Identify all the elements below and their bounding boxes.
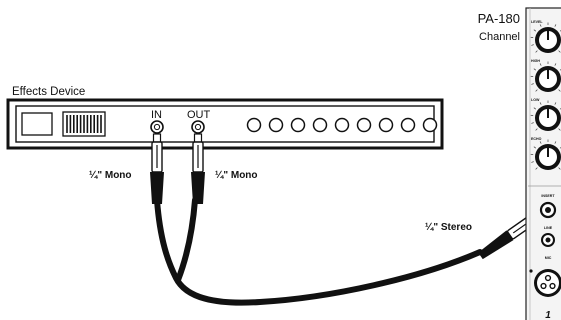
in-jack-label: IN	[151, 109, 162, 121]
device-knob[interactable]	[400, 117, 416, 133]
device-knob[interactable]	[356, 117, 372, 133]
effects-device-label: Effects Device	[12, 86, 85, 98]
left-mono-plug	[150, 133, 164, 204]
channel-knob-high[interactable]: HIGH	[530, 59, 561, 92]
device-knob[interactable]	[312, 117, 328, 133]
channel-knob-low[interactable]: LOW	[530, 98, 561, 131]
device-knob-row	[246, 117, 438, 133]
device-knob[interactable]	[290, 117, 306, 133]
device-knob[interactable]	[422, 117, 438, 133]
vent-grille	[62, 111, 106, 137]
insert-label: INSERT	[541, 194, 555, 198]
channel-title: PA-180	[478, 11, 520, 26]
channel-knob-label: LEVEL	[531, 20, 543, 24]
mic-label: MIC	[545, 256, 552, 260]
device-knob[interactable]	[246, 117, 262, 133]
channel-strip: LEVEL HIGH LOW ECHO INSERT LINE MIC 1	[525, 7, 561, 320]
line-label: LINE	[544, 226, 553, 230]
channel-knob-level[interactable]: LEVEL	[530, 20, 561, 53]
device-knob[interactable]	[378, 117, 394, 133]
stereo-plug-label: ¼" Stereo	[425, 222, 472, 233]
channel-knob-label: LOW	[531, 98, 540, 102]
channel-subtitle: Channel	[479, 31, 520, 43]
device-knob[interactable]	[334, 117, 350, 133]
right-mono-label: ¼" Mono	[215, 170, 258, 181]
left-mono-label: ¼" Mono	[89, 170, 132, 181]
right-mono-plug	[191, 133, 205, 204]
display-window	[21, 112, 53, 136]
channel-knob-label: ECHO	[531, 137, 542, 141]
channel-knob-echo[interactable]: ECHO	[530, 137, 561, 170]
channel-knob-label: HIGH	[531, 59, 540, 63]
channel-number: 1	[545, 310, 551, 320]
out-jack-label: OUT	[187, 109, 211, 121]
device-knob[interactable]	[268, 117, 284, 133]
y-cable	[154, 197, 483, 306]
effects-device: IN OUT	[6, 98, 444, 150]
